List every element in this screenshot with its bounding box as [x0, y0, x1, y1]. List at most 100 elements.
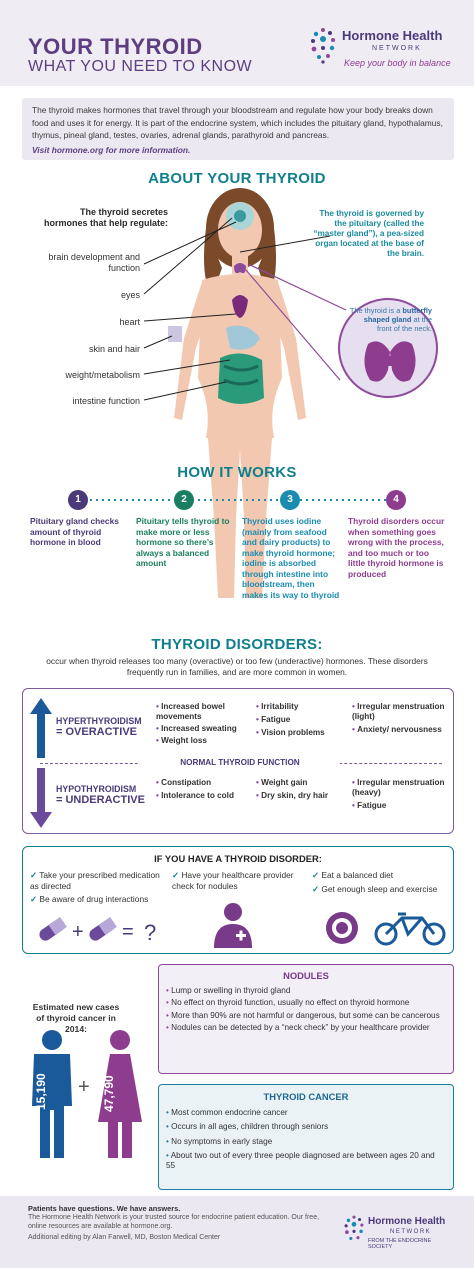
- svg-text:+: +: [72, 921, 84, 943]
- arrow-up-icon: [30, 698, 52, 758]
- plus-sign: +: [78, 1076, 90, 1098]
- list-item: • Anxiety/ nervousness: [352, 725, 442, 734]
- logo-name: Hormone Health: [342, 28, 443, 43]
- footer-band: [0, 1196, 474, 1268]
- butterfly-caption: The thyroid is a butterfly shaped gland …: [348, 306, 432, 333]
- hypo-col1: • Constipation • Intolerance to cold: [156, 778, 250, 801]
- list-item: • No effect on thyroid function, usually…: [166, 998, 410, 1008]
- butterfly-thyroid-icon: [364, 341, 416, 382]
- list-item: ✓ Get enough sleep and exercise: [312, 883, 438, 894]
- label-weight-metabolism: weight/metabolism: [65, 370, 140, 380]
- step-1-number: 1: [68, 490, 88, 510]
- hyper-col1: • Increased bowel movements • Increased …: [156, 702, 250, 746]
- disorders-box: [22, 688, 454, 834]
- hypo-col3: • Irregular menstruation (heavy) • Fatig…: [352, 778, 448, 811]
- list-item: ✓ Have your healthcare provider check fo…: [172, 870, 294, 891]
- step-2-number: 2: [174, 490, 194, 510]
- cancer-list: • Most common endocrine cancer • Occurs …: [166, 1108, 446, 1171]
- label-skin-hair: skin and hair: [88, 344, 140, 354]
- hyper-label: HYPERTHYROIDISM = OVERACTIVE: [56, 716, 156, 738]
- list-item: • Weight loss: [156, 736, 207, 745]
- list-item: ✓ Eat a balanced diet: [312, 870, 394, 880]
- list-item: • Weight gain: [256, 778, 308, 787]
- list-item: • Irregular menstruation (heavy): [352, 778, 445, 797]
- nodules-box: [158, 964, 454, 1074]
- nodules-heading: NODULES: [283, 970, 329, 981]
- hyper-label-eq: = OVERACTIVE: [56, 726, 137, 738]
- list-item: • More than 90% are not harmful or dange…: [166, 1010, 440, 1020]
- intro-box: The thyroid makes hormones that travel t…: [22, 98, 454, 160]
- cancer-box: [158, 1084, 454, 1190]
- step-4-number: 4: [386, 490, 406, 510]
- list-item: • Fatigue: [352, 801, 387, 810]
- disorders-heading: THYROID DISORDERS:: [151, 636, 323, 653]
- governed-text: The thyroid is governed by the pituitary…: [313, 209, 424, 258]
- hormone-health-logo[interactable]: Hormone Health NETWORK Keep your body in…: [308, 24, 464, 72]
- pill-equation-icon: + = ?: [39, 917, 156, 945]
- men-count: 15,190: [34, 1073, 48, 1111]
- butterfly-bold: butterfly shaped gland: [363, 306, 432, 324]
- logo-network: NETWORK: [372, 45, 422, 52]
- male-figure-icon: [32, 1030, 72, 1158]
- hyper-col3: • Irregular menstruation (light) • Anxie…: [352, 702, 448, 735]
- bicycle-icon: [374, 912, 446, 946]
- step-1-text: Pituitary gland checks amount of thyroid…: [30, 516, 119, 547]
- list-item: • Occurs in all ages, children through s…: [166, 1122, 329, 1132]
- footer-logo-dots-icon: [344, 1215, 364, 1241]
- list-item: • Dry skin, dry hair: [256, 791, 329, 800]
- tips-col1: ✓ Take your prescribed medication as dir…: [30, 870, 170, 905]
- intro-text: The thyroid makes hormones that travel t…: [32, 105, 443, 140]
- list-item: • Intolerance to cold: [156, 791, 234, 800]
- list-item: • No symptoms in early stage: [166, 1136, 273, 1146]
- doctor-icon: [214, 903, 252, 948]
- list-item: • Vision problems: [256, 728, 325, 737]
- label-intestine: intestine function: [72, 396, 140, 406]
- footer-tagline: Patients have questions. We have answers…: [28, 1204, 181, 1213]
- list-item: • Irritability: [256, 702, 299, 711]
- hypo-col2: • Weight gain • Dry skin, dry hair: [256, 778, 346, 801]
- cancer-heading: THYROID CANCER: [263, 1091, 349, 1102]
- svg-text:=: =: [122, 921, 134, 943]
- hypo-label-name: HYPOTHYROIDISM: [56, 784, 137, 794]
- hypo-label-eq: = UNDERACTIVE: [56, 794, 145, 806]
- label-brain: brain development and function: [48, 252, 140, 273]
- page-subtitle: WHAT YOU NEED TO KNOW: [28, 58, 253, 75]
- tips-col3: ✓ Eat a balanced diet ✓ Get enough sleep…: [312, 870, 446, 894]
- women-count: 47,790: [102, 1075, 116, 1113]
- header-band: [0, 0, 474, 86]
- estimate-label: Estimated new cases of thyroid cancer in…: [32, 1002, 120, 1034]
- list-item: ✓ Take your prescribed medication as dir…: [30, 870, 160, 891]
- footer-description: The Hormone Health Network is your trust…: [28, 1214, 320, 1230]
- step-3-text: Thyroid uses iodine (mainly from seafood…: [242, 516, 340, 600]
- butterfly-pre: The thyroid is a: [349, 306, 401, 315]
- nodules-list: • Lump or swelling in thyroid gland • No…: [166, 986, 446, 1033]
- visit-link[interactable]: Visit hormone.org for more information.: [32, 144, 191, 155]
- how-heading: HOW IT WORKS: [177, 464, 297, 481]
- if-you-have-box: [22, 846, 454, 954]
- meal-icon: [326, 912, 358, 944]
- footer-logo-network: NETWORK: [390, 1229, 432, 1235]
- disorders-text: occur when thyroid releases too many (ov…: [46, 656, 428, 677]
- footer-logo-name: Hormone Health: [368, 1216, 446, 1227]
- list-item: • Increased sweating: [156, 724, 237, 733]
- label-heart: heart: [119, 317, 140, 327]
- label-eyes: eyes: [120, 290, 140, 300]
- list-item: • Lump or swelling in thyroid gland: [166, 986, 291, 995]
- arrow-down-icon: [30, 768, 52, 828]
- if-you-have-heading: IF YOU HAVE A THYROID DISORDER:: [154, 853, 322, 864]
- footer-logo[interactable]: Hormone Health NETWORK FROM THE ENDOCRIN…: [342, 1212, 452, 1256]
- hyper-label-name: HYPERTHYROIDISM: [56, 716, 142, 726]
- female-figure-icon: [98, 1030, 142, 1158]
- logo-tagline: Keep your body in balance: [344, 58, 451, 68]
- list-item: • Fatigue: [256, 715, 291, 724]
- callout-lines: [143, 217, 347, 401]
- logo-dots-icon: [311, 28, 335, 64]
- thyroid-closeup-circle: [338, 298, 438, 398]
- svg-text:?: ?: [144, 920, 156, 945]
- list-item: • Increased bowel movements: [156, 702, 225, 721]
- list-item: • Nodules can be detected by a “neck che…: [166, 1022, 430, 1032]
- step-4-text: Thyroid disorders occur when something g…: [348, 516, 445, 579]
- hyper-col2: • Irritability • Fatigue • Vision proble…: [256, 702, 346, 738]
- step-3-number: 3: [280, 490, 300, 510]
- tips-col2: ✓ Have your healthcare provider check fo…: [172, 870, 302, 891]
